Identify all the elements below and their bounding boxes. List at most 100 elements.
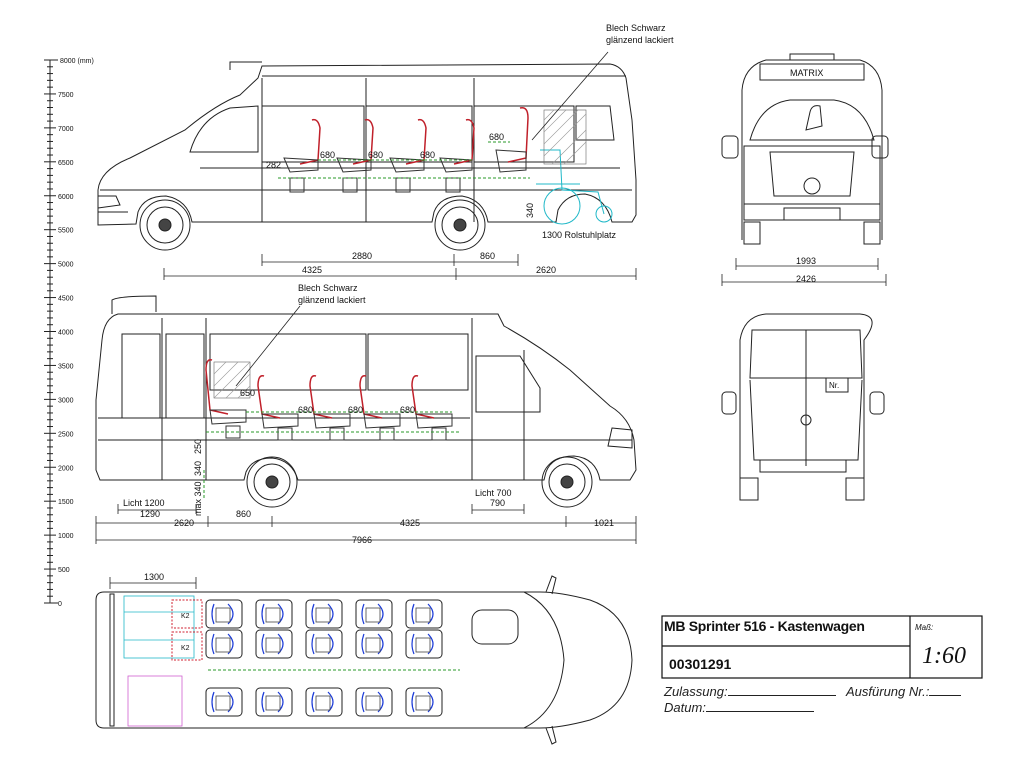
wheelchair-icon (536, 149, 613, 225)
top-seat (255, 687, 293, 717)
dimension-lines-left (95, 504, 637, 544)
side-left-green-dims (203, 411, 460, 500)
dim-1993: 1993 (796, 256, 816, 266)
datum-label: Datum: (664, 700, 706, 715)
dim-4325-left: 4325 (400, 518, 420, 528)
dim-250: 250 (193, 439, 203, 454)
front-view (721, 53, 889, 245)
scale-unit-label: 8000 (mm) (60, 58, 94, 65)
top-seat (305, 687, 343, 717)
note-leader-left (235, 305, 301, 387)
side-left-hatched (213, 361, 251, 399)
dim-2620-left: 2620 (174, 518, 194, 528)
dim-680-d: 680 (489, 132, 504, 142)
top-seat (355, 629, 393, 659)
side-right-note-line2: glänzend lackiert (606, 35, 674, 45)
dim-680-left-b: 680 (348, 405, 363, 415)
scale-tick-label: 0 (58, 601, 62, 608)
zulassung-label: Zulassung: (664, 684, 728, 699)
scale-tick-label: 1500 (58, 499, 74, 506)
top-seat (405, 599, 443, 629)
side-right-seats (299, 106, 529, 165)
scale-tick-label: 7500 (58, 92, 74, 99)
side-right-note-line1: Blech Schwarz (606, 23, 666, 33)
top-folding-seat-2: K2 (181, 645, 190, 652)
top-seat (305, 629, 343, 659)
dim-340-right: 340 (525, 203, 535, 218)
side-left-note-line1: Blech Schwarz (298, 283, 358, 293)
scale-tick-label: 4500 (58, 296, 74, 303)
dim-2426: 2426 (796, 274, 816, 284)
front-dims (721, 258, 887, 286)
dim-282: 282 (266, 160, 281, 170)
top-seat (405, 687, 443, 717)
top-seat (305, 599, 343, 629)
top-seat (205, 599, 243, 629)
scale-value: 1:60 (922, 643, 966, 669)
datum-line (705, 701, 814, 712)
drawing-number: 00301291 (669, 656, 732, 672)
dim-680-left-a: 680 (298, 405, 313, 415)
scale-tick-label: 6000 (58, 194, 74, 201)
dim-790: 790 (490, 498, 505, 508)
dim-650: 650 (240, 388, 255, 398)
top-seat (255, 599, 293, 629)
dim-4325-right: 4325 (302, 265, 322, 275)
side-left-seat-frames (209, 409, 453, 441)
dim-680-c: 680 (420, 150, 435, 160)
top-wheelchair-area (123, 595, 195, 659)
ausfuhrung-field: Ausfürung Nr.: (846, 684, 962, 699)
top-seat (355, 599, 393, 629)
front-sign: MATRIX (790, 68, 823, 78)
dim-1300: 1300 (144, 572, 164, 582)
scale-label: Maß: (915, 623, 934, 632)
zulassung-line (727, 685, 836, 696)
dim-1021: 1021 (594, 518, 614, 528)
scale-tick-label: 2500 (58, 431, 74, 438)
top-view (95, 575, 633, 745)
ausfuhrung-line (929, 685, 962, 696)
dim-7966: 7966 (352, 535, 372, 545)
dim-max-340: max 340 (193, 481, 203, 516)
side-view-right (97, 61, 637, 251)
drawing-title: MB Sprinter 516 - Kastenwagen (664, 618, 865, 634)
top-folding-seats (171, 599, 203, 661)
dimension-lines-right (163, 254, 637, 280)
scale-tick-label: 2000 (58, 465, 74, 472)
top-seat (205, 687, 243, 717)
ausfuhrung-label: Ausfürung Nr.: (846, 684, 930, 699)
title-block (661, 615, 983, 679)
scale-tick-labels: 7500700065006000550050004500400035003000… (58, 92, 74, 608)
scale-tick-label: 3000 (58, 397, 74, 404)
scale-tick-label: 3500 (58, 363, 74, 370)
dim-680-left-c: 680 (400, 405, 415, 415)
dim-860-right: 860 (480, 251, 495, 261)
top-folding-seat-1: K2 (181, 613, 190, 620)
rear-plate: Nr. (829, 381, 839, 390)
scale-ticks (44, 59, 56, 604)
hatched-panel (543, 109, 587, 165)
top-seat (355, 687, 393, 717)
side-left-note-line2: glänzend lackiert (298, 295, 366, 305)
zulassung-field: Zulassung: (664, 684, 836, 699)
top-seat (205, 629, 243, 659)
scale-tick-label: 5500 (58, 228, 74, 235)
dim-1290: 1290 (140, 509, 160, 519)
dim-wheelchair: 1300 Rolstuhlplatz (542, 230, 617, 240)
top-seat (405, 629, 443, 659)
dim-licht-1200: Licht 1200 (123, 498, 165, 508)
note-leader-right (531, 51, 609, 141)
rear-view (721, 313, 885, 501)
dim-680-b: 680 (368, 150, 383, 160)
side-view-left (95, 295, 637, 508)
scale-tick-label: 4000 (58, 330, 74, 337)
top-dim (109, 577, 197, 589)
datum-field: Datum: (664, 700, 814, 715)
scale-tick-label: 5000 (58, 262, 74, 269)
dim-860-left: 860 (236, 509, 251, 519)
side-left-seats (205, 358, 435, 419)
top-seat-grid (205, 599, 443, 717)
top-seat (255, 629, 293, 659)
top-magenta-area (127, 675, 183, 727)
